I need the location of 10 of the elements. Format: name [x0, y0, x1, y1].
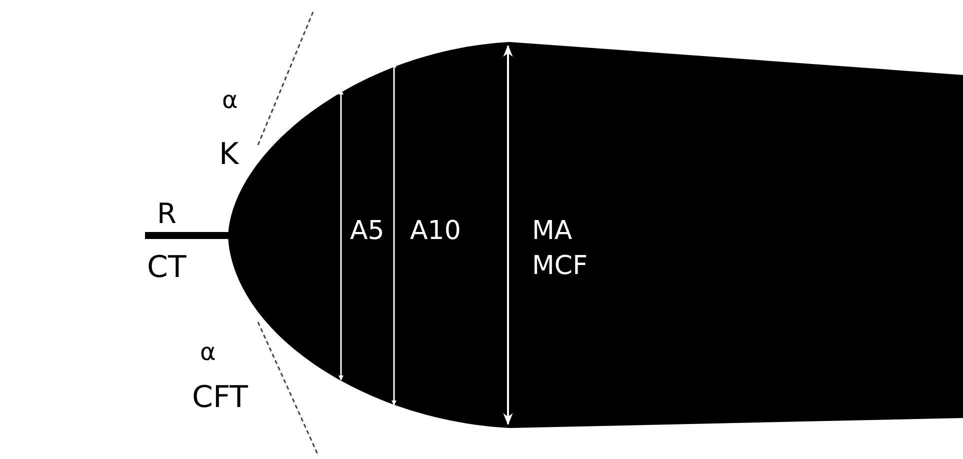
parameter-label: A5 [350, 218, 384, 244]
parameter-label: K [219, 140, 239, 170]
parameter-label: A10 [410, 218, 461, 244]
parameter-label: R [157, 200, 176, 228]
parameter-label: MA [532, 218, 572, 244]
parameter-label: α [222, 88, 238, 112]
parameter-label: CT [147, 253, 186, 283]
parameter-label: MCF [532, 253, 588, 279]
parameter-label: α [200, 340, 216, 364]
parameter-label: CFT [192, 383, 248, 413]
